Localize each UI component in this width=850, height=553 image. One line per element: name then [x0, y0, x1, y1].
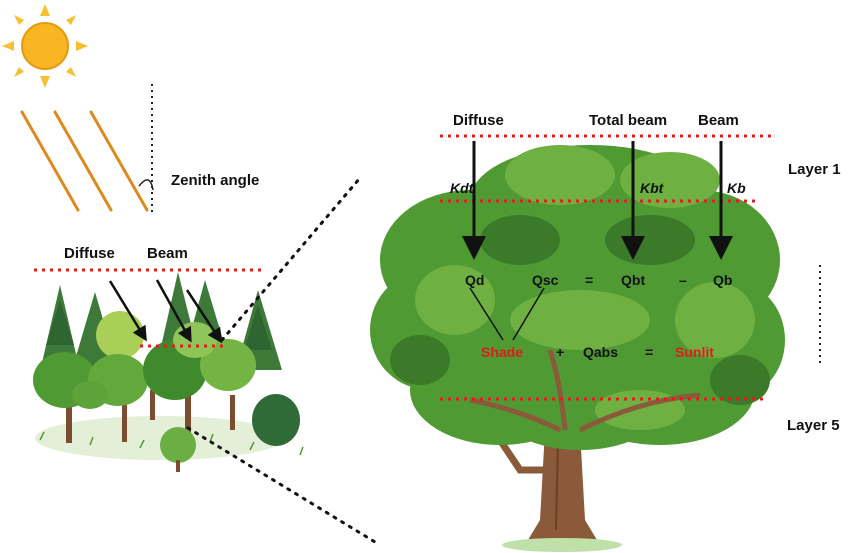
large-tree-illustration — [370, 145, 785, 552]
layer-1-label: Layer 1 — [788, 162, 841, 177]
equals-sign-1: = — [585, 273, 593, 287]
kdt-coefficient-label: Kdt — [450, 181, 473, 195]
sun-ray-lines — [22, 112, 147, 210]
layer-5-label: Layer 5 — [787, 418, 840, 433]
kb-coefficient-label: Kb — [727, 181, 746, 195]
qb-label: Qb — [713, 273, 732, 287]
sun-icon — [2, 4, 88, 88]
tree-beam-label: Beam — [698, 113, 739, 128]
zenith-angle-arc — [139, 180, 153, 190]
forest-diffuse-label: Diffuse — [64, 246, 115, 261]
qabs-label: Qabs — [583, 345, 618, 359]
shade-label: Shade — [481, 345, 523, 359]
zenith-angle-label: Zenith angle — [171, 173, 259, 188]
equals-sign-2: = — [645, 345, 653, 359]
kbt-coefficient-label: Kbt — [640, 181, 663, 195]
qbt-label: Qbt — [621, 273, 645, 287]
qd-label: Qd — [465, 273, 484, 287]
tree-diffuse-label: Diffuse — [453, 113, 504, 128]
qsc-label: Qsc — [532, 273, 558, 287]
tree-total-beam-label: Total beam — [589, 113, 667, 128]
minus-sign: – — [679, 273, 687, 287]
plus-sign: + — [556, 345, 564, 359]
forest-beam-label: Beam — [147, 246, 188, 261]
sunlit-label: Sunlit — [675, 345, 714, 359]
